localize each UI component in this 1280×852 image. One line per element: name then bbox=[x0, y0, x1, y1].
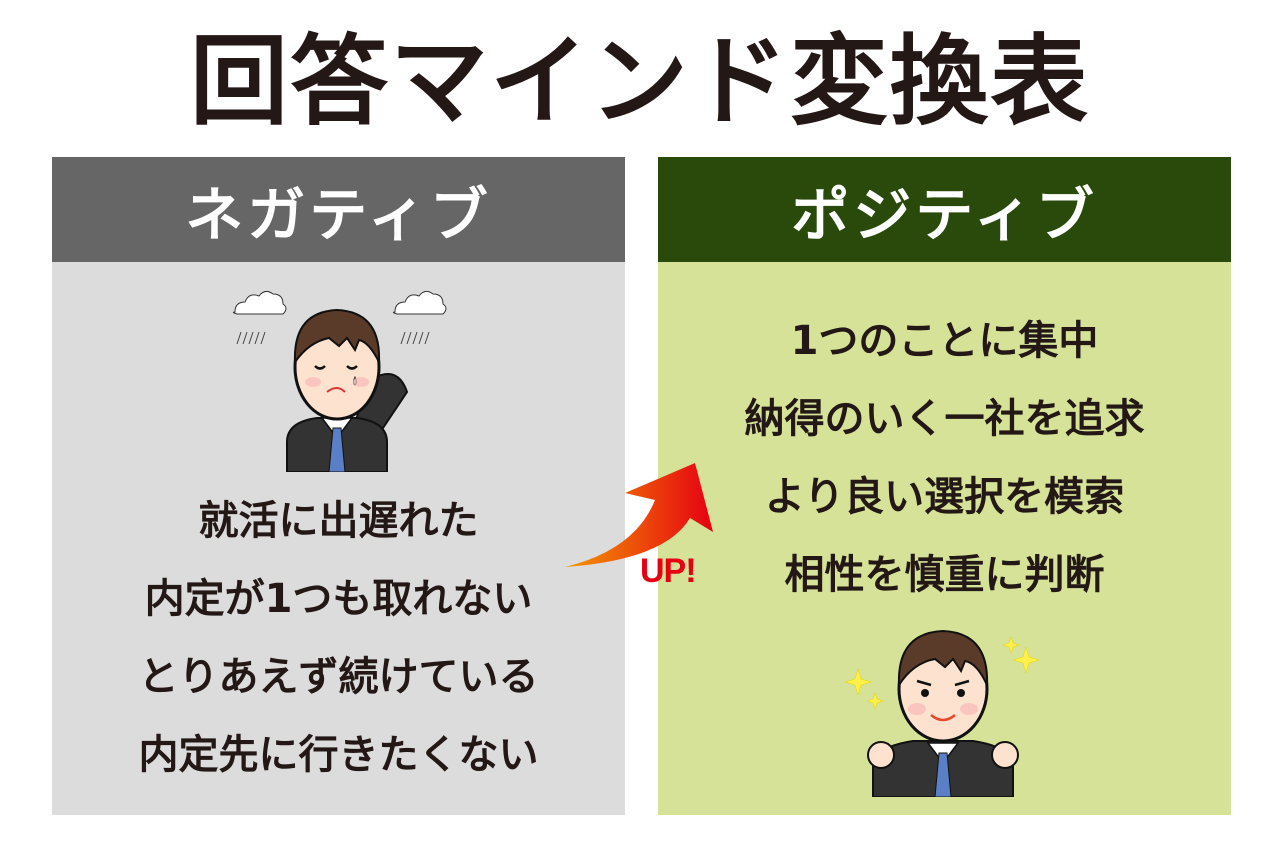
sad-businessman-icon bbox=[232, 290, 447, 472]
sparkle-icon bbox=[844, 636, 1040, 710]
positive-item: 相性を慎重に判断 bbox=[784, 552, 1105, 598]
page-title: 回答マインド変換表 bbox=[189, 25, 1090, 139]
negative-item: 内定先に行きたくない bbox=[138, 732, 539, 778]
negative-panel: ネガティブ 就活に出遅れた 内定が1つも取れない とりあえず続けている 内定先に… bbox=[52, 157, 625, 815]
curved-up-arrow-icon bbox=[565, 463, 713, 567]
negative-item: 就活に出遅れた bbox=[198, 498, 479, 544]
happy-businessman-icon bbox=[844, 629, 1040, 797]
up-label: UP! bbox=[640, 552, 697, 590]
negative-list: 就活に出遅れた 内定が1つも取れない とりあえず続けている 内定先に行きたくない bbox=[52, 482, 625, 794]
positive-item: より良い選択を模索 bbox=[764, 474, 1125, 520]
negative-header: ネガティブ bbox=[52, 157, 625, 262]
positive-list: 1つのことに集中 納得のいく一社を追求 より良い選択を模索 相性を慎重に判断 bbox=[658, 302, 1231, 614]
positive-item: 1つのことに集中 bbox=[790, 318, 1099, 364]
negative-item: とりあえず続けている bbox=[138, 654, 539, 700]
positive-item: 納得のいく一社を追求 bbox=[744, 396, 1145, 442]
positive-header: ポジティブ bbox=[658, 157, 1231, 262]
positive-panel: ポジティブ 1つのことに集中 納得のいく一社を追求 より良い選択を模索 相性を慎… bbox=[658, 157, 1231, 815]
negative-item: 内定が1つも取れない bbox=[144, 576, 533, 622]
rain-cloud-icon bbox=[232, 290, 447, 315]
